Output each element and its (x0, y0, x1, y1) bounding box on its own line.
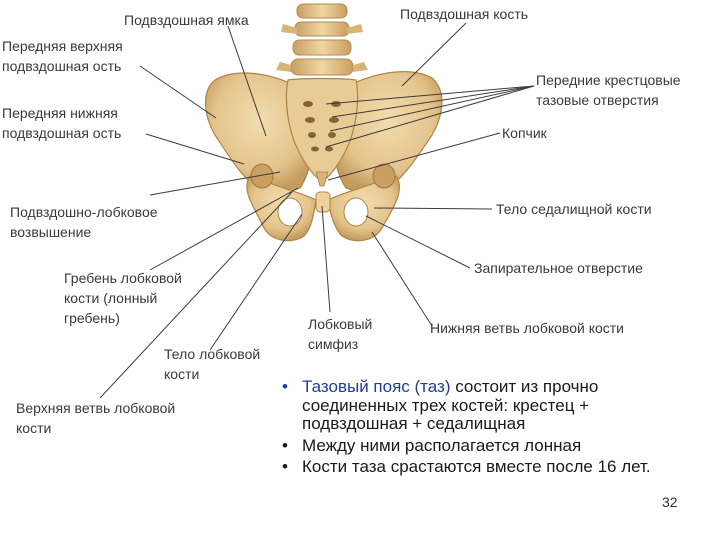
bullet-text: Между ними располагается лонная (302, 435, 582, 455)
bullet-list: Тазовый пояс (таз) состоит из прочно сое… (280, 377, 685, 480)
label-obturator: Запирательное отверстие (474, 260, 643, 276)
page-number: 32 (662, 494, 678, 510)
label-pubis-body: Тело лобковой кости (164, 346, 261, 382)
label-asis: Передняя верхняя подвздошная ость (2, 38, 123, 74)
label-pecten: Гребень лобковой кости (лонный гребень) (64, 270, 182, 326)
bullet-item: Кости таза срастаются вместе после 16 ле… (280, 457, 685, 477)
left-obturator-foramen (277, 197, 303, 227)
bullet-text: Кости таза срастаются вместе после 16 ле… (302, 457, 651, 476)
coccyx-shape (315, 171, 329, 187)
label-symphysis: Лобковый симфиз (308, 316, 373, 352)
label-aiis: Передняя нижняя подвздошная ость (2, 105, 122, 141)
label-inferior-ramus: Нижняя ветвь лобковой кости (430, 320, 624, 336)
leader-lines (99, 22, 535, 399)
pubic-symphysis (315, 191, 331, 213)
right-obturator-foramen (343, 197, 369, 227)
label-superior-ramus: Верхняя ветвь лобковой кости (16, 400, 176, 436)
label-iliopubic-eminence: Подвздошно-лобковое возвышение (10, 204, 158, 240)
bullet-accent-text: Тазовый пояс (таз) (302, 377, 451, 396)
lumbar-spine (276, 3, 368, 76)
label-sacral-foramina: Передние крестцовые тазовые отверстия (536, 72, 681, 108)
label-iliac-fossa: Подвздошная ямка (124, 12, 249, 28)
bullet-text: состоит из прочно соединенных трех косте… (302, 377, 599, 433)
bullet-item: Между ними располагается лонная (280, 435, 685, 456)
bullet-item: Тазовый пояс (таз) состоит из прочно сое… (280, 377, 685, 434)
label-coccyx: Копчик (502, 125, 547, 141)
label-ischium-body: Тело седалищной кости (496, 201, 652, 217)
label-ilium: Подвздошная кость (400, 6, 529, 22)
